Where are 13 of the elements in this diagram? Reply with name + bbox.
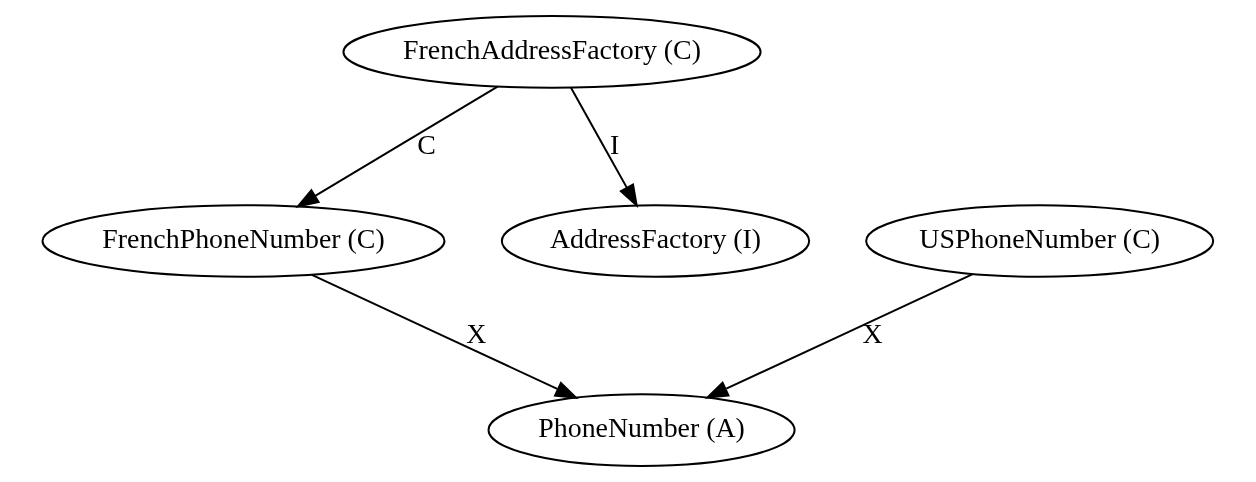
arrow bbox=[570, 86, 639, 208]
node-ellipse: AddressFactory (I) bbox=[500, 204, 811, 278]
edge-label: X bbox=[862, 317, 883, 349]
edge-label: I bbox=[610, 128, 620, 160]
arrow bbox=[310, 273, 579, 399]
node-ellipse: FrenchAddressFactory (C) bbox=[342, 15, 762, 89]
node-ellipse: FrenchPhoneNumber (C) bbox=[41, 204, 446, 278]
node-ellipse: PhoneNumber (A) bbox=[487, 393, 796, 467]
arrow bbox=[295, 85, 499, 208]
edge-label: X bbox=[466, 317, 487, 349]
arrow bbox=[704, 273, 974, 399]
edge-label: C bbox=[417, 128, 436, 160]
node-ellipse: USPhoneNumber (C) bbox=[865, 204, 1215, 278]
